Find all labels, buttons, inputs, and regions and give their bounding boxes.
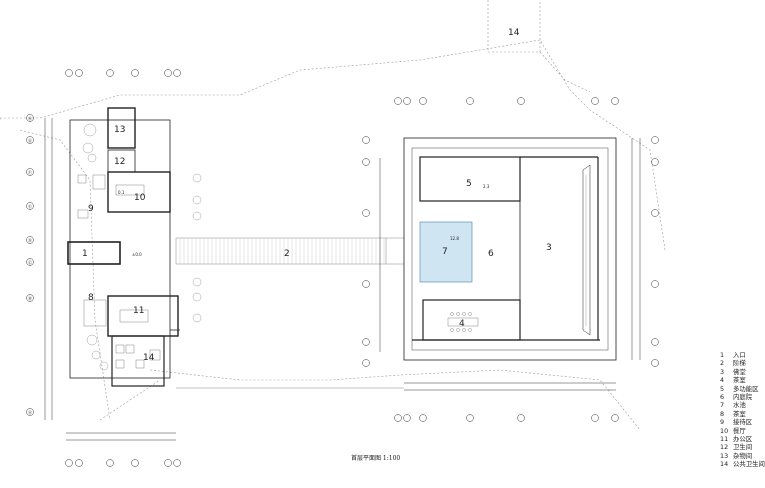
grid-label: Ⓓ bbox=[28, 237, 32, 243]
room-label-8: 8 bbox=[88, 293, 94, 303]
entry-level: ±0.0 bbox=[132, 252, 142, 257]
grid-label: Ⓗ bbox=[28, 115, 32, 121]
grid-label: Ⓑ bbox=[28, 295, 32, 301]
room-label-10: 10 bbox=[134, 193, 146, 203]
furniture-east bbox=[447, 312, 479, 332]
room-label-2: 2 bbox=[284, 249, 290, 259]
grid-label: Ⓐ bbox=[28, 409, 32, 415]
pool-level: 12.8 bbox=[450, 236, 459, 241]
level-markers: 12.8 ±0.0 0.1 2.3 bbox=[118, 184, 490, 257]
room-label-11: 11 bbox=[133, 306, 144, 316]
grid-label: Ⓖ bbox=[28, 137, 32, 143]
grid-label: Ⓕ bbox=[28, 169, 32, 175]
room-label-7: 7 bbox=[442, 247, 448, 257]
pool bbox=[419, 221, 473, 283]
grid-markers bbox=[26, 69, 659, 467]
room-label-6: 6 bbox=[488, 249, 494, 259]
room-label-14-north: 14 bbox=[508, 28, 520, 38]
room-label-5: 5 bbox=[466, 179, 472, 189]
grid-label: Ⓒ bbox=[28, 259, 32, 265]
site-boundary bbox=[0, 0, 666, 431]
furniture-west bbox=[77, 174, 161, 369]
room-label-3: 3 bbox=[546, 243, 552, 253]
room-label-9: 9 bbox=[88, 204, 94, 214]
west-building bbox=[67, 107, 180, 387]
dimension-lines bbox=[44, 118, 641, 441]
grid-labels-left: Ⓗ Ⓖ Ⓕ Ⓔ Ⓓ Ⓒ Ⓑ Ⓐ bbox=[28, 115, 32, 415]
grid-label: Ⓔ bbox=[28, 203, 32, 209]
dim-label: 2.3 bbox=[483, 184, 490, 189]
room-label-14-west: 14 bbox=[143, 353, 155, 363]
room-label-4: 4 bbox=[459, 319, 465, 329]
room-label-1: 1 bbox=[82, 249, 88, 259]
east-building bbox=[403, 137, 617, 361]
dim-label: 0.1 bbox=[118, 190, 125, 195]
room-label-13: 13 bbox=[114, 125, 125, 135]
stairway bbox=[175, 237, 404, 265]
trees bbox=[82, 123, 202, 371]
drawing-caption: 首层平面图 1:100 bbox=[351, 455, 401, 462]
room-label-12: 12 bbox=[114, 157, 125, 167]
room-labels: 13 12 10 9 1 8 11 14 2 5 6 7 3 4 14 bbox=[82, 28, 552, 363]
